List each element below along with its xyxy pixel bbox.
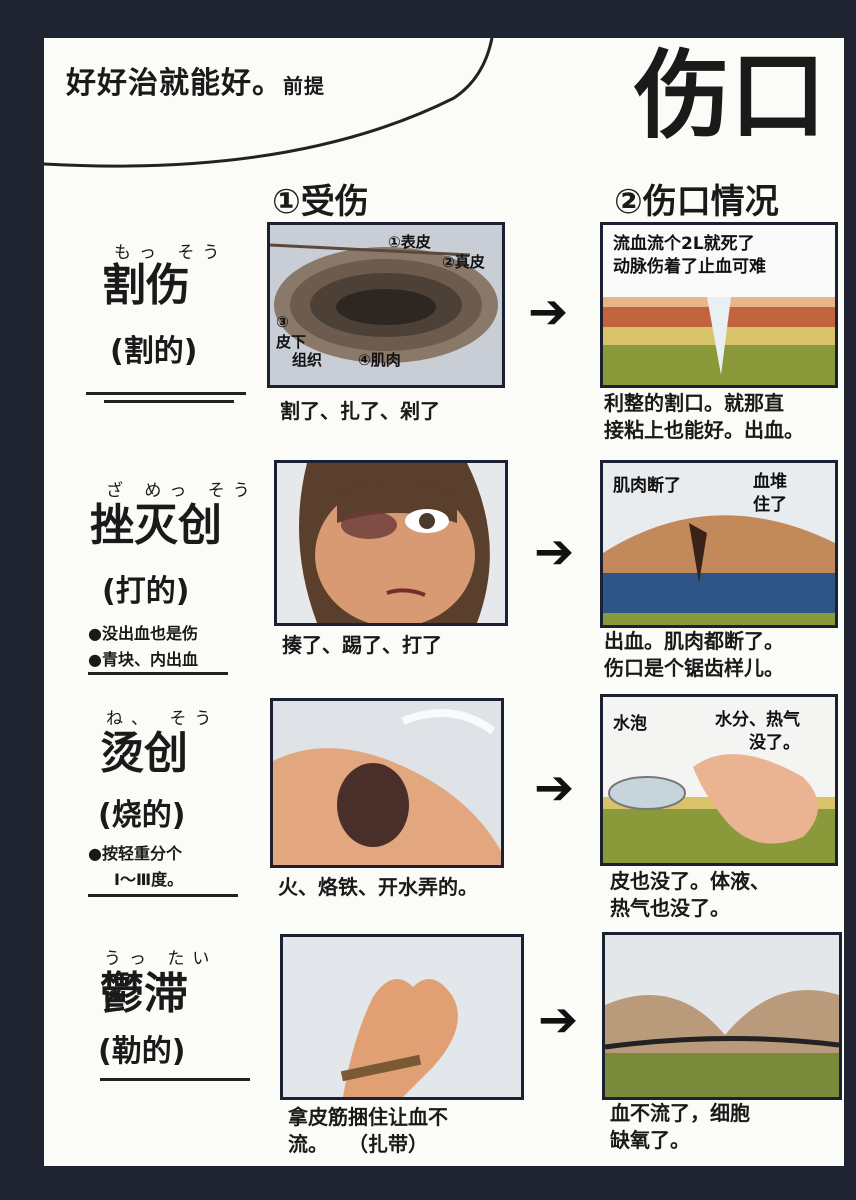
row3-injury-panel	[270, 698, 504, 868]
row2-condition-note-b: 血堆 住了	[753, 472, 787, 515]
row4-injury-panel	[280, 934, 524, 1100]
row2-term: 挫灭创	[90, 500, 222, 551]
row1-arrow-icon: ➔	[528, 284, 569, 340]
row1-label-tissue: 组织	[292, 351, 323, 369]
row4-condition-panel	[602, 932, 842, 1100]
row1-underline	[86, 392, 246, 395]
row2-caption-condition: 出血。肌肉都断了。 伤口是个锯齿样儿。	[604, 629, 784, 680]
column-head-condition: ②伤口情况	[614, 182, 779, 222]
row3-condition-note-b: 水分、热气 没了。	[715, 710, 800, 753]
row3-ruby: ね、 そう	[106, 709, 220, 729]
row1-condition-note: 流血流个2L就死了 动脉伤着了止血可难	[613, 234, 766, 277]
row1-condition-illustration	[603, 225, 835, 385]
row3-note-1: ●按轻重分个	[88, 844, 182, 863]
row3-note-2: Ⅰ～Ⅲ度。	[114, 870, 184, 889]
page-title: 伤口	[634, 40, 826, 152]
row3-caption-injury: 火、烙铁、开水弄的。	[278, 875, 478, 899]
header-curve	[44, 38, 494, 168]
row1-label-epidermis: ①表皮	[388, 233, 431, 251]
row2-caption-injury: 揍了、踢了、打了	[282, 633, 442, 657]
row2-condition-note-a: 肌肉断了	[613, 476, 681, 496]
row3-arrow-icon: ➔	[534, 760, 575, 816]
row2-condition-illustration	[603, 463, 835, 625]
row4-term: 鬱滞	[100, 968, 188, 1019]
row2-injury-panel	[274, 460, 508, 626]
row2-underline	[88, 672, 228, 675]
row1-term: 割伤	[102, 260, 190, 311]
row2-note-1: ●没出血也是伤	[88, 624, 198, 643]
row2-condition-panel: 肌肉断了 血堆 住了	[600, 460, 838, 628]
header-tagline: 好好治就能好。前提	[66, 66, 325, 101]
row3-condition-note-a: 水泡	[613, 714, 647, 734]
row1-label-subcutaneous: 皮下	[276, 333, 307, 351]
row4-arrow-icon: ➔	[538, 992, 579, 1048]
row3-injury-illustration	[273, 701, 501, 865]
row4-ruby: うっ たい	[104, 949, 218, 969]
row1-ruby: もっ そう	[114, 243, 228, 263]
row2-sub: (打的)	[102, 574, 190, 609]
row3-sub: (烧的)	[98, 798, 186, 833]
row1-injury-illustration	[270, 225, 502, 385]
row4-caption-injury: 拿皮筋捆住让血不 流。 （扎带）	[288, 1105, 448, 1156]
row4-condition-illustration	[605, 935, 839, 1097]
row3-caption-condition: 皮也没了。体液、 热气也没了。	[610, 869, 770, 920]
row3-condition-illustration	[603, 697, 835, 863]
row2-note-2: ●青块、内出血	[88, 650, 198, 669]
row4-underline	[100, 1078, 250, 1081]
row2-arrow-icon: ➔	[534, 524, 575, 580]
row1-caption-condition: 利整的割口。就那直 接粘上也能好。出血。	[604, 391, 804, 442]
header-premise: 前提	[283, 74, 325, 98]
row2-ruby: ざ めっ そう	[106, 481, 258, 501]
row1-label-dermis: ②真皮	[442, 253, 485, 271]
row1-injury-panel: ①表皮 ②真皮 ③ 皮下 组织 ④肌肉	[267, 222, 505, 388]
row1-caption-injury: 割了、扎了、剁了	[280, 399, 440, 423]
row1-sub: (割的)	[110, 334, 198, 369]
row4-sub: (勒的)	[98, 1034, 186, 1069]
row1-condition-panel: 流血流个2L就死了 动脉伤着了止血可难	[600, 222, 838, 388]
row2-injury-illustration	[277, 463, 505, 623]
row1-label-muscle: ④肌肉	[358, 351, 401, 369]
row3-condition-panel: 水泡 水分、热气 没了。	[600, 694, 838, 866]
row3-underline	[88, 894, 238, 897]
manga-page: 好好治就能好。前提 伤口 ①受伤 ②伤口情况 もっ そう 割伤 (割的) ①表皮…	[44, 38, 844, 1166]
row3-term: 烫创	[100, 728, 188, 779]
row4-injury-illustration	[283, 937, 521, 1097]
column-head-injury: ①受伤	[272, 182, 369, 222]
row1-underline-2	[104, 400, 234, 403]
row4-caption-condition: 血不流了，细胞 缺氧了。	[610, 1101, 750, 1152]
row1-label-3: ③	[276, 313, 289, 331]
